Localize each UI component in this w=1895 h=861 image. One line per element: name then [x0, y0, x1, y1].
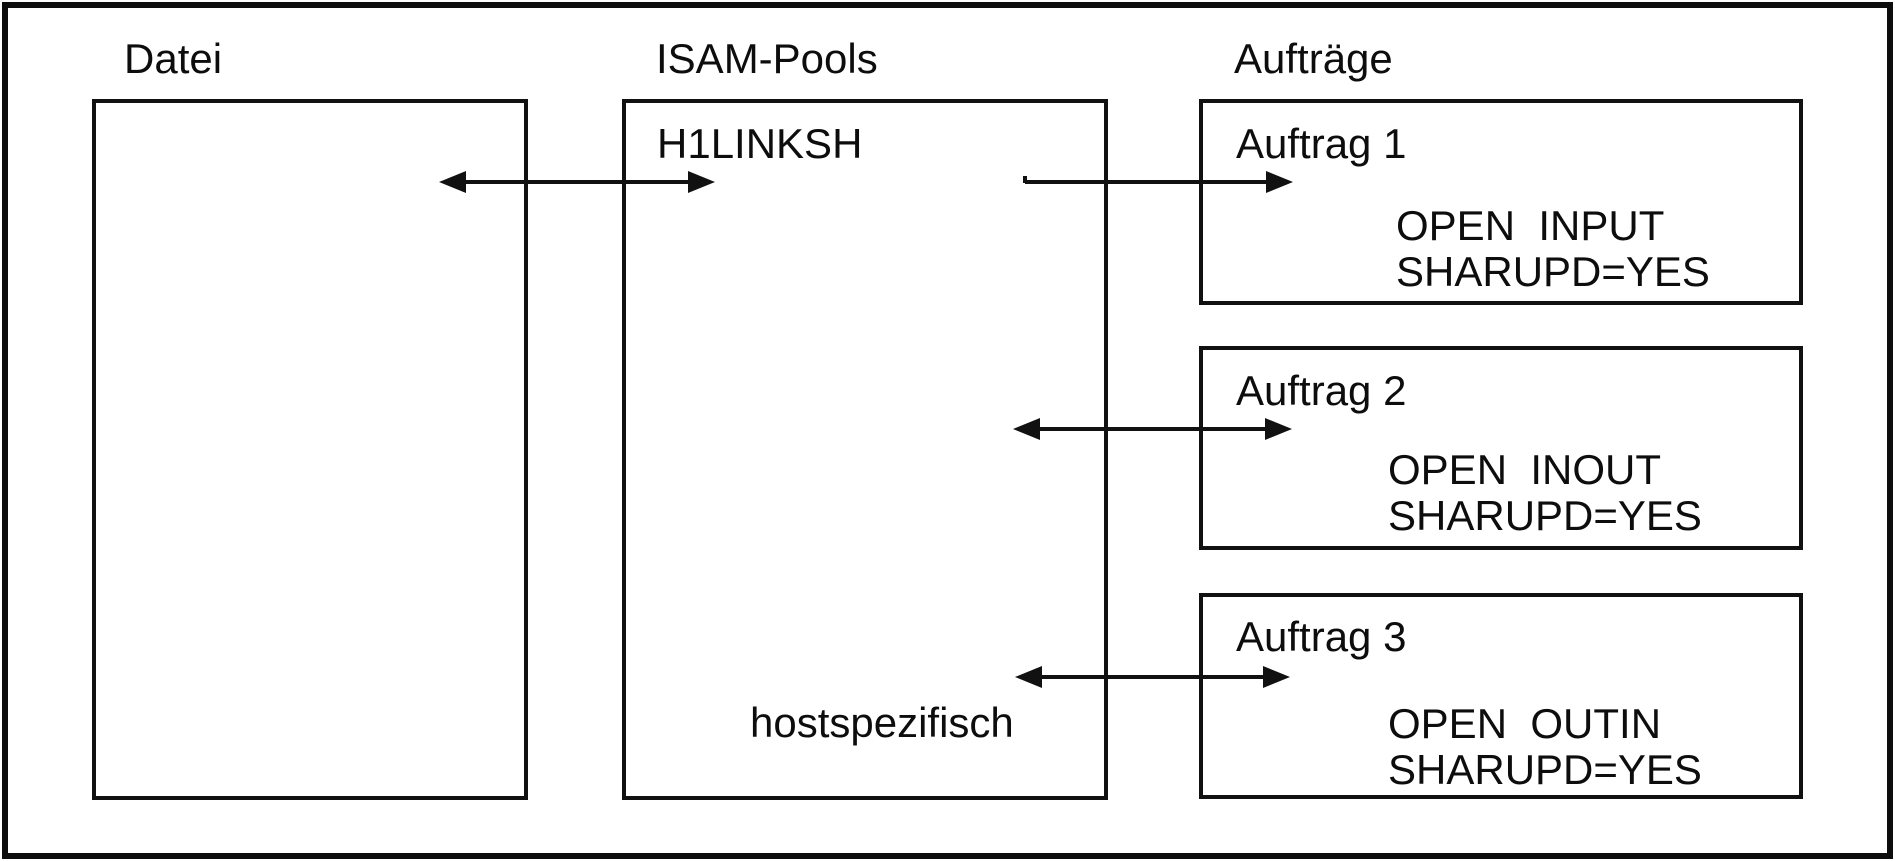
auftrag-1-open-line: OPEN INPUT — [1396, 202, 1665, 249]
column-label-datei: Datei — [124, 35, 223, 82]
auftrag-3-sharupd-line: SHARUPD=YES — [1388, 746, 1702, 793]
auftrag-3-open-line: OPEN OUTIN — [1388, 700, 1662, 747]
datei-box — [92, 99, 528, 800]
auftrag-2-sharupd-line: SHARUPD=YES — [1388, 492, 1702, 539]
auftrag-3-title: Auftrag 3 — [1236, 613, 1407, 660]
column-label-auftraege: Aufträge — [1234, 35, 1393, 82]
auftrag-3-box — [1199, 593, 1803, 799]
isam-pool-box — [622, 99, 1108, 800]
auftrag-1-title: Auftrag 1 — [1236, 120, 1407, 167]
isam-pool-name: H1LINKSH — [657, 120, 863, 167]
auftrag-2-open-line: OPEN INOUT — [1388, 446, 1662, 493]
column-label-isam-pools: ISAM-Pools — [656, 35, 878, 82]
auftrag-2-title: Auftrag 2 — [1236, 367, 1407, 414]
auftrag-1-sharupd-line: SHARUPD=YES — [1396, 248, 1710, 295]
auftrag-1-box — [1199, 99, 1803, 305]
isam-pool-scope-note: hostspezifisch — [750, 699, 1014, 746]
auftrag-2-box — [1199, 346, 1803, 550]
